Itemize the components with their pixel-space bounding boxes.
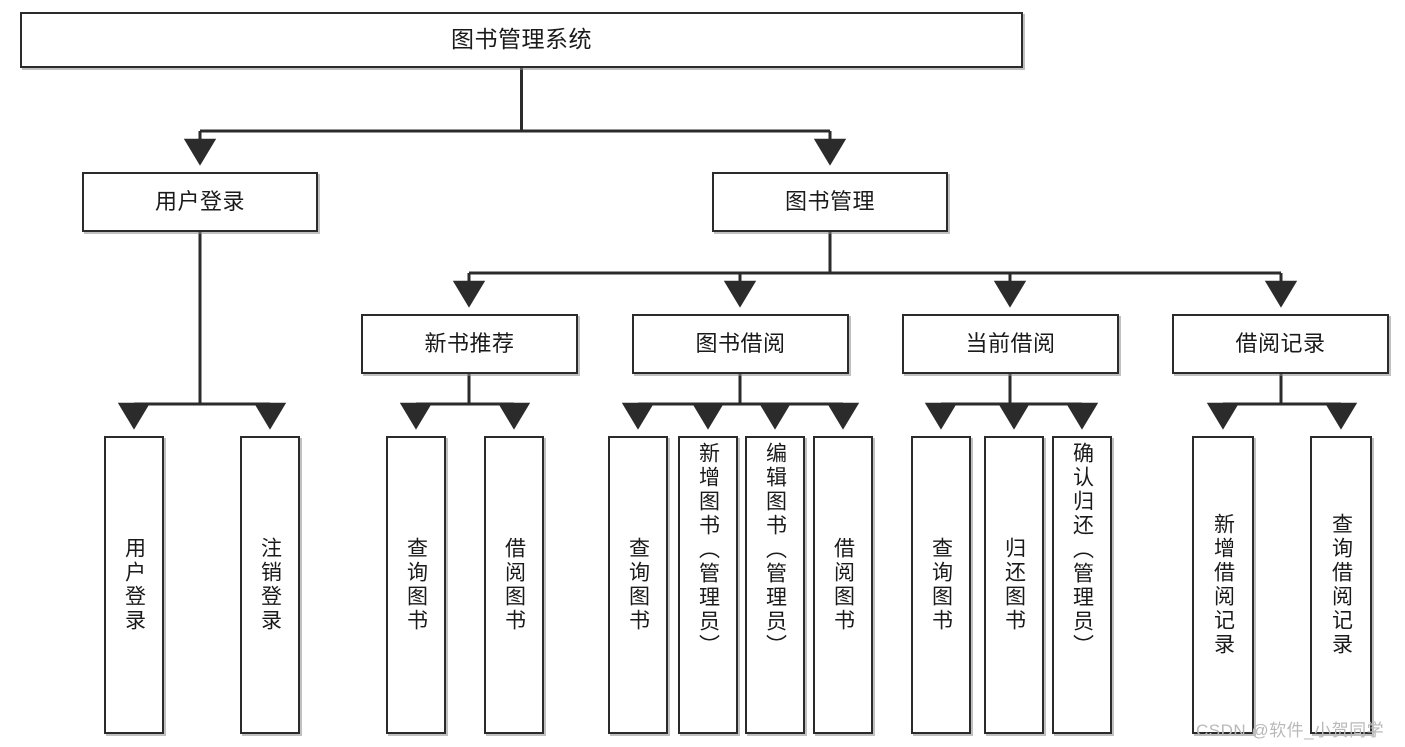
leaf-user-login-label: 用户登录 xyxy=(122,537,146,633)
leaf-add-book-admin-label: 新增图书（管理员） xyxy=(696,442,720,658)
node-borrow-record-label: 借阅记录 xyxy=(1235,331,1326,357)
leaf-query-borrow-record[interactable]: 查询借阅记录 xyxy=(1310,436,1372,734)
leaf-add-book-admin[interactable]: 新增图书（管理员） xyxy=(678,436,738,734)
leaf-logout[interactable]: 注销登录 xyxy=(240,436,300,734)
node-borrow-record[interactable]: 借阅记录 xyxy=(1172,314,1389,374)
csdn-watermark: CSDN @软件_小贺同学 xyxy=(1196,721,1385,740)
leaf-query-book-newbook[interactable]: 查询图书 xyxy=(386,436,446,734)
node-current-borrow-label: 当前借阅 xyxy=(965,331,1056,357)
leaf-borrow-book-newbook[interactable]: 借阅图书 xyxy=(484,436,544,734)
leaf-confirm-return-admin-label: 确认归还（管理员） xyxy=(1070,442,1094,658)
leaf-confirm-return-admin[interactable]: 确认归还（管理员） xyxy=(1052,436,1112,734)
leaf-return-book[interactable]: 归还图书 xyxy=(984,436,1044,734)
leaf-query-book-current-label: 查询图书 xyxy=(929,537,953,633)
node-user-login[interactable]: 用户登录 xyxy=(82,172,318,232)
leaf-query-book-newbook-label: 查询图书 xyxy=(404,537,428,633)
node-book-management[interactable]: 图书管理 xyxy=(712,172,948,232)
leaf-query-book-current[interactable]: 查询图书 xyxy=(911,436,971,734)
leaf-add-borrow-record-label: 新增借阅记录 xyxy=(1211,513,1235,657)
leaf-return-book-label: 归还图书 xyxy=(1002,537,1026,633)
node-new-book-recommend[interactable]: 新书推荐 xyxy=(361,314,578,374)
leaf-logout-label: 注销登录 xyxy=(258,537,282,633)
node-book-management-label: 图书管理 xyxy=(784,189,875,215)
node-root[interactable]: 图书管理系统 xyxy=(20,12,1023,68)
leaf-user-login[interactable]: 用户登录 xyxy=(104,436,164,734)
leaf-query-book-borrow[interactable]: 查询图书 xyxy=(608,436,668,734)
node-root-label: 图书管理系统 xyxy=(451,26,592,53)
node-user-login-label: 用户登录 xyxy=(154,189,245,215)
leaf-query-book-borrow-label: 查询图书 xyxy=(626,537,650,633)
node-book-borrow-label: 图书借阅 xyxy=(695,331,786,357)
leaf-borrow-book-label: 借阅图书 xyxy=(831,537,855,633)
node-book-borrow[interactable]: 图书借阅 xyxy=(632,314,849,374)
leaf-edit-book-admin-label: 编辑图书（管理员） xyxy=(763,442,787,658)
leaf-edit-book-admin[interactable]: 编辑图书（管理员） xyxy=(745,436,805,734)
leaf-borrow-book-newbook-label: 借阅图书 xyxy=(502,537,526,633)
node-new-book-recommend-label: 新书推荐 xyxy=(424,331,515,357)
leaf-query-borrow-record-label: 查询借阅记录 xyxy=(1329,513,1353,657)
node-current-borrow[interactable]: 当前借阅 xyxy=(902,314,1119,374)
leaf-add-borrow-record[interactable]: 新增借阅记录 xyxy=(1192,436,1254,734)
leaf-borrow-book[interactable]: 借阅图书 xyxy=(813,436,873,734)
